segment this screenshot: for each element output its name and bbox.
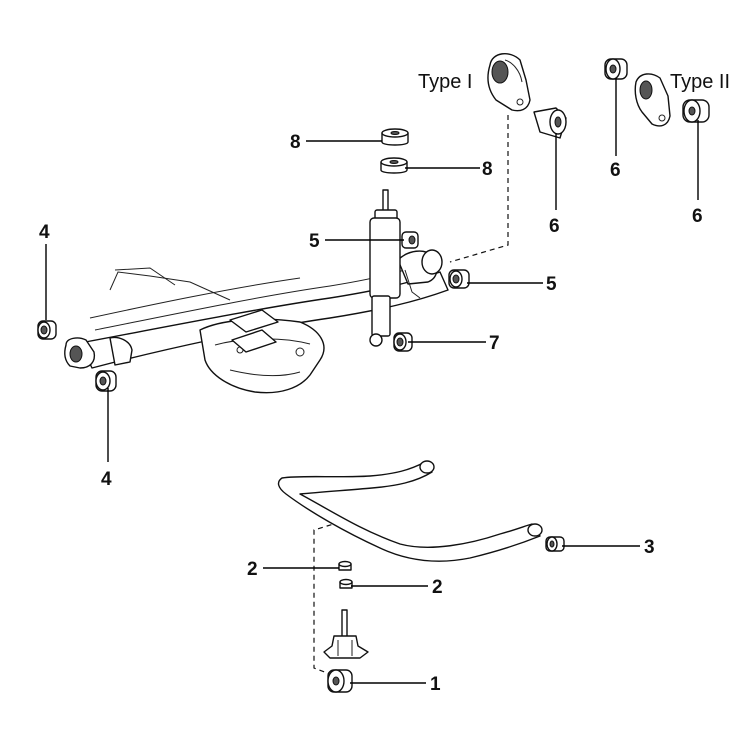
reference-lines	[313, 115, 509, 675]
type-i-bushing	[533, 107, 567, 139]
bushing-7	[393, 332, 413, 352]
callout-5-right: 5	[546, 274, 557, 295]
callout-4-bottom: 4	[101, 469, 112, 490]
callout-8-left: 8	[290, 132, 301, 153]
bushing-2-lower	[339, 578, 353, 589]
bushing-8-upper	[381, 128, 409, 146]
callout-6-type-i: 6	[549, 216, 560, 237]
callout-6-type-ii-upper: 6	[610, 160, 621, 181]
bushing-5-upper	[401, 231, 419, 249]
type-ii-bushing-right	[682, 99, 710, 123]
stabilizer-bar	[277, 460, 543, 562]
bushing-5-right	[448, 269, 470, 289]
callout-4-top: 4	[39, 222, 50, 243]
type-ii-label: Type II	[670, 71, 730, 93]
callout-5-left: 5	[309, 231, 320, 252]
bushing-1	[327, 669, 353, 693]
type-ii-bracket	[634, 73, 671, 127]
bushing-4-top	[37, 320, 57, 340]
callout-1: 1	[430, 674, 441, 695]
callout-2-left: 2	[247, 559, 258, 580]
callout-8-right: 8	[482, 159, 493, 180]
callout-3: 3	[644, 537, 655, 558]
callout-2-right: 2	[432, 577, 443, 598]
bushing-8-lower	[380, 157, 408, 174]
bushing-3	[545, 536, 565, 552]
callout-7: 7	[489, 333, 500, 354]
axle-end-bushing	[64, 337, 96, 369]
type-i-label: Type I	[418, 71, 472, 93]
rear-axle-frame	[79, 249, 449, 394]
type-ii-bushing-upper	[604, 58, 628, 80]
shock-absorber	[369, 189, 401, 347]
type-i-bracket	[487, 53, 531, 112]
bushing-2-upper	[338, 560, 352, 571]
callout-6-type-ii-right: 6	[692, 206, 703, 227]
leader-lines	[45, 78, 699, 684]
stabilizer-link	[323, 609, 369, 659]
bushing-4-bottom	[95, 370, 117, 392]
